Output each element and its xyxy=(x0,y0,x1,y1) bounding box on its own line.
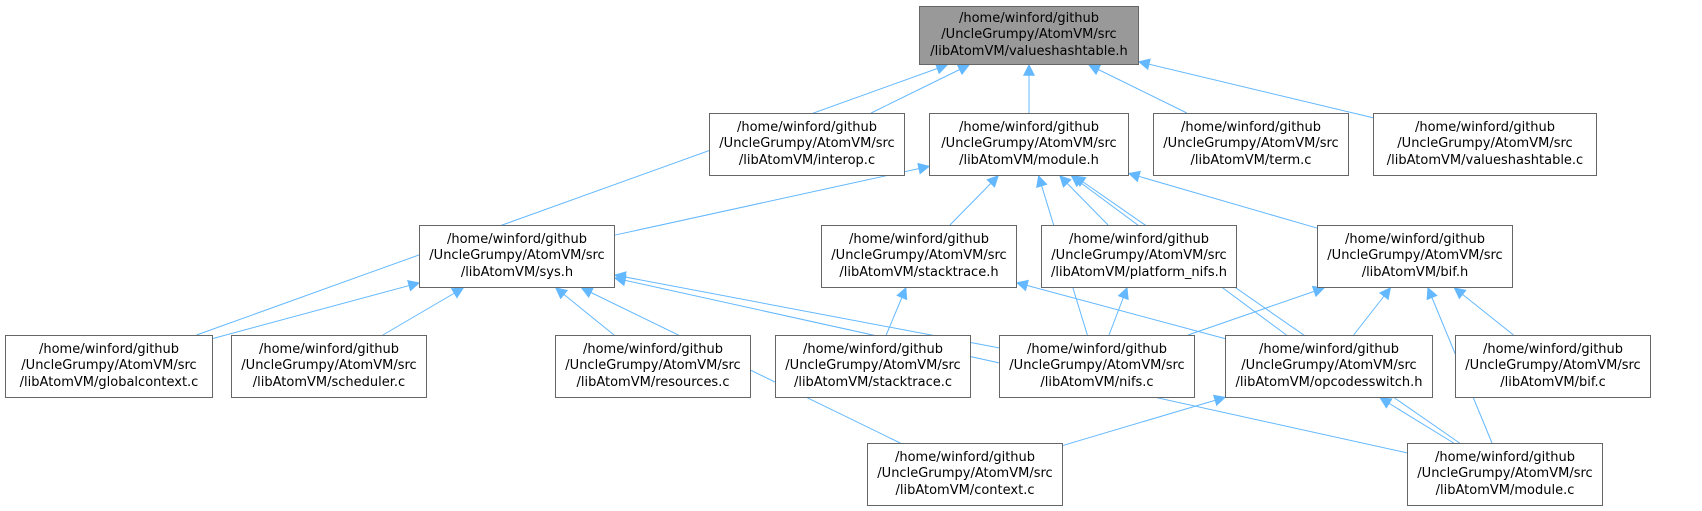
node-bif-h[interactable]: /home/winford/github /UncleGrumpy/AtomVM… xyxy=(1317,225,1513,288)
node-module-h[interactable]: /home/winford/github /UncleGrumpy/AtomVM… xyxy=(929,113,1129,176)
edge-stacktrace-c-to-stacktrace-h xyxy=(885,286,908,336)
edge-stacktrace-h-to-module-h xyxy=(949,175,999,226)
node-valueshashtable-h: /home/winford/github /UncleGrumpy/AtomVM… xyxy=(919,6,1139,65)
edge-globalcontext-c-to-valueshashtable-h xyxy=(196,63,949,336)
edge-bif-h-to-module-h xyxy=(1127,170,1318,229)
edge-scheduler-c-to-sys-h xyxy=(382,287,465,336)
node-nifs-c[interactable]: /home/winford/github /UncleGrumpy/AtomVM… xyxy=(999,335,1195,398)
node-globalcontext-c[interactable]: /home/winford/github /UncleGrumpy/AtomVM… xyxy=(5,335,213,398)
edge-module-c-to-module-h xyxy=(1073,175,1460,444)
node-bif-c[interactable]: /home/winford/github /UncleGrumpy/AtomVM… xyxy=(1455,335,1651,398)
edge-term-c-to-valueshashtable-h xyxy=(1088,64,1188,114)
edge-module-c-to-opcodesswitch-h xyxy=(1379,397,1454,444)
node-scheduler-c[interactable]: /home/winford/github /UncleGrumpy/AtomVM… xyxy=(231,335,427,398)
node-stacktrace-c[interactable]: /home/winford/github /UncleGrumpy/AtomVM… xyxy=(775,335,971,398)
edge-interop-c-to-valueshashtable-h xyxy=(870,64,970,114)
node-platform-nifs-h[interactable]: /home/winford/github /UncleGrumpy/AtomVM… xyxy=(1041,225,1237,288)
node-interop-c[interactable]: /home/winford/github /UncleGrumpy/AtomVM… xyxy=(709,113,905,176)
edge-context-c-to-opcodesswitch-h xyxy=(1062,394,1227,446)
edge-globalcontext-c-to-sys-h xyxy=(212,279,421,339)
node-resources-c[interactable]: /home/winford/github /UncleGrumpy/AtomVM… xyxy=(555,335,751,398)
node-stacktrace-h[interactable]: /home/winford/github /UncleGrumpy/AtomVM… xyxy=(821,225,1017,288)
edge-opcodesswitch-h-to-stacktrace-h xyxy=(1015,279,1226,340)
edge-nifs-c-to-platform-nifs-h xyxy=(1108,286,1129,336)
node-opcodesswitch-h[interactable]: /home/winford/github /UncleGrumpy/AtomVM… xyxy=(1225,335,1433,398)
edge-platform-nifs-h-to-module-h xyxy=(1059,175,1109,226)
edge-resources-c-to-sys-h xyxy=(555,287,615,336)
edge-opcodesswitch-h-to-bif-h xyxy=(1353,287,1392,336)
node-context-c[interactable]: /home/winford/github /UncleGrumpy/AtomVM… xyxy=(867,443,1063,506)
edge-sys-h-to-module-h xyxy=(614,162,931,236)
edge-bif-c-to-bif-h xyxy=(1453,287,1514,336)
node-term-c[interactable]: /home/winford/github /UncleGrumpy/AtomVM… xyxy=(1153,113,1349,176)
node-sys-h[interactable]: /home/winford/github /UncleGrumpy/AtomVM… xyxy=(419,225,615,288)
node-valueshashtable-c[interactable]: /home/winford/github /UncleGrumpy/AtomVM… xyxy=(1373,113,1597,176)
edge-nifs-c-to-bif-h xyxy=(1187,285,1326,336)
edge-valueshashtable-c-to-valueshashtable-h xyxy=(1137,58,1374,119)
node-module-c[interactable]: /home/winford/github /UncleGrumpy/AtomVM… xyxy=(1407,443,1603,506)
